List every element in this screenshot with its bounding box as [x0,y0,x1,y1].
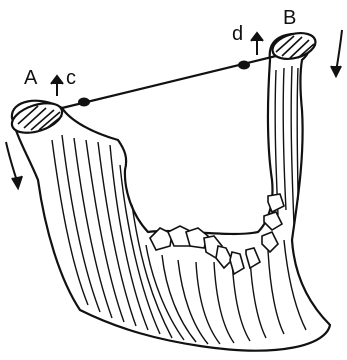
tooth [246,248,260,268]
tooth [268,194,284,212]
up-arrow-icon [51,76,63,96]
curved-down-arrow-icon [331,30,342,76]
tooth [262,232,278,252]
label-c: c [66,67,76,89]
point-c-dot [78,98,90,107]
axis-line [62,56,276,108]
point-d-dot [238,61,250,70]
label-d: d [232,23,243,45]
tooth [216,246,232,268]
label-A: A [24,67,38,89]
up-arrow-icon [251,33,263,55]
condyle-right [270,29,319,64]
curved-down-arrow-icon [6,142,22,188]
tooth [264,212,282,230]
label-B: B [283,7,296,29]
